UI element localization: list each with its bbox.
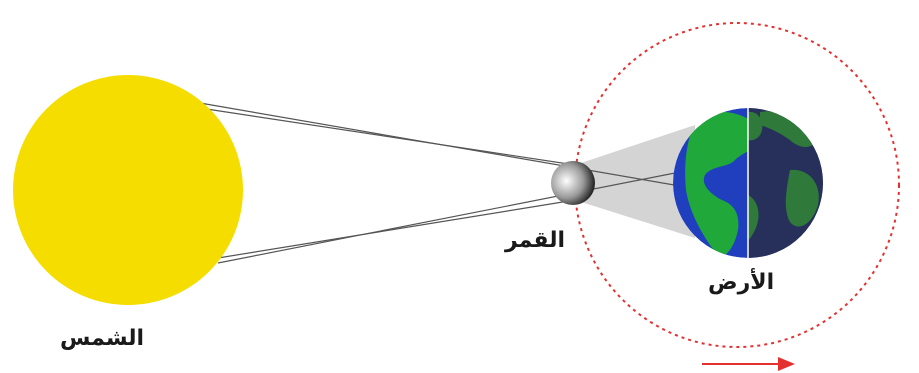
moon [551, 161, 595, 205]
earth-label: الأرض [708, 270, 774, 295]
earth [673, 100, 838, 270]
moon-label: القمر [505, 228, 565, 253]
arrow-right-icon [702, 357, 795, 371]
sun [13, 75, 243, 305]
sun-label: الشمس [60, 326, 144, 351]
